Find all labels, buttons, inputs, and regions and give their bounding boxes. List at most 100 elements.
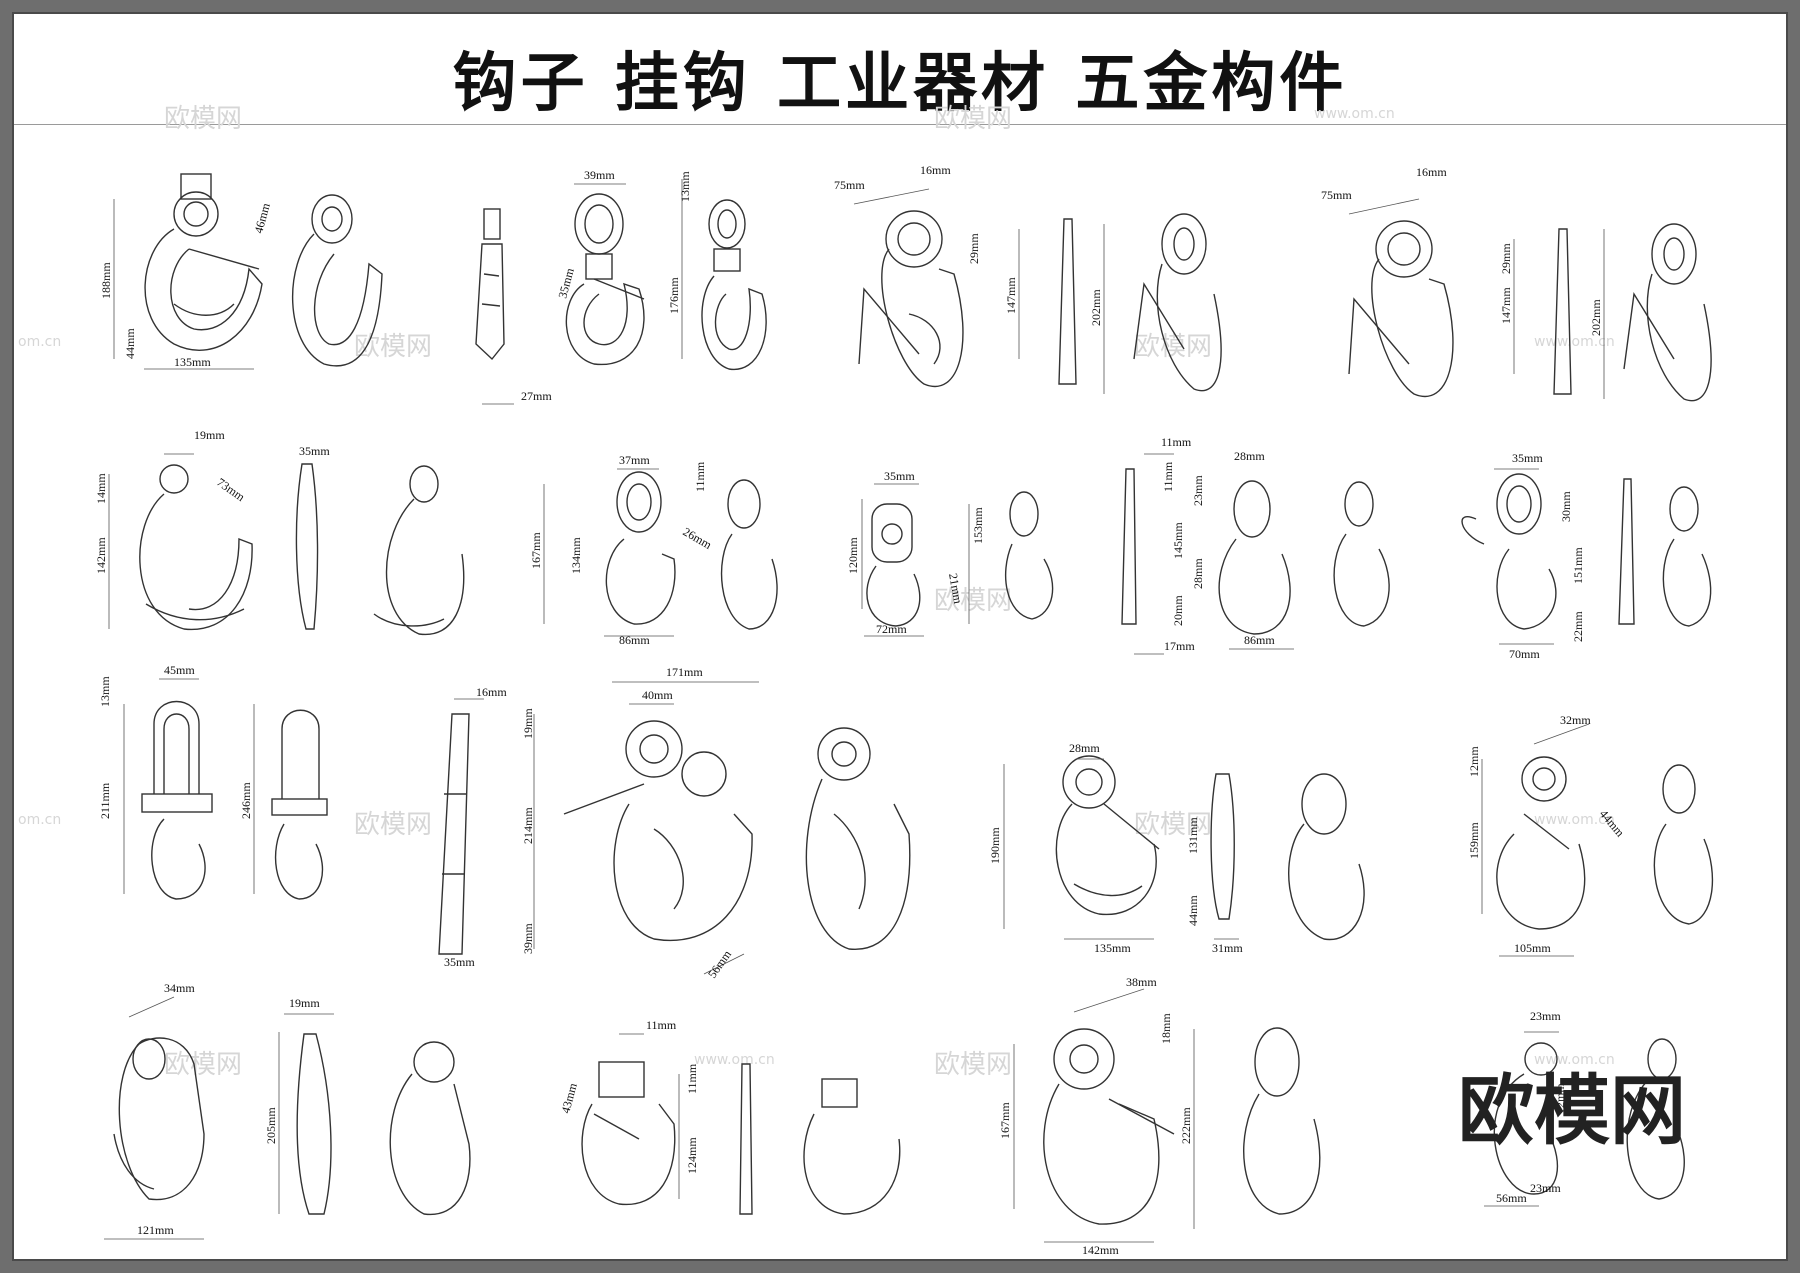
dim-label: 28mm (1069, 741, 1100, 755)
dim-label: 21mm (946, 572, 965, 605)
hook-4d (1493, 1038, 1685, 1200)
dim-label: 28mm (1191, 558, 1205, 589)
dim-label: 19mm (289, 996, 320, 1010)
dim-label: 147mm (1499, 287, 1513, 324)
dim-label: 43mm (558, 1081, 580, 1115)
dim-label: 86mm (1244, 633, 1275, 647)
dim-label: 14mm (94, 473, 108, 504)
dim-label: 16mm (476, 685, 507, 699)
dim-label: 56mm (705, 947, 734, 981)
dim-label: 120mm (846, 537, 860, 574)
dim-label: 205mm (264, 1107, 278, 1144)
dim-label: 40mm (642, 688, 673, 702)
dim-label: 188mm (99, 262, 113, 299)
dim-label: 73mm (214, 475, 248, 504)
dim-label: 22mm (1571, 611, 1585, 642)
dim-label: 39mm (584, 168, 615, 182)
dim-label: 135mm (174, 355, 211, 369)
dim-label: 17mm (1164, 639, 1195, 653)
dim-label: 11mm (693, 461, 707, 492)
title-band: 钩子 挂钩 工业器材 五金构件 (14, 14, 1786, 125)
dim-label: 222mm (1179, 1107, 1193, 1144)
hook-4c (1043, 1027, 1321, 1225)
dim-label: 11mm (646, 1018, 677, 1032)
dim-label: 105mm (1514, 941, 1551, 955)
hook-2e (1461, 473, 1712, 630)
hook-1c-front (858, 210, 964, 387)
dim-label: 35mm (444, 955, 475, 969)
dim-label: 32mm (1560, 713, 1591, 727)
dim-label: 44mm (1597, 807, 1628, 840)
page-title: 钩子 挂钩 工业器材 五金构件 (452, 47, 1348, 121)
dim-label: 13mm (98, 676, 112, 707)
dim-label: 202mm (1089, 289, 1103, 326)
dim-label: 131mm (1186, 817, 1200, 854)
hook-3c (563, 720, 911, 950)
dim-label: 16mm (920, 163, 951, 177)
dim-label: 13mm (678, 171, 692, 202)
hook-1d-side (1553, 228, 1572, 395)
dim-label: 39mm (521, 923, 535, 954)
dim-label: 46mm (251, 201, 273, 235)
dim-label: 11mm (685, 1063, 699, 1094)
dim-label: 56mm (1496, 1191, 1527, 1205)
dim-label: 16mm (1416, 165, 1447, 179)
dim-label: 145mm (1171, 522, 1185, 559)
dim-label: 29mm (1499, 243, 1513, 274)
dim-label: 135mm (1094, 941, 1131, 955)
dim-label: 23mm (1191, 475, 1205, 506)
hook-1c-iso (1133, 213, 1222, 392)
dim-label: 37mm (619, 453, 650, 467)
dim-label: 171mm (666, 665, 703, 679)
dim-label: 124mm (685, 1137, 699, 1174)
hook-2a (139, 463, 465, 636)
hook-1d-front (1348, 220, 1454, 397)
hook-2b (605, 471, 778, 630)
dim-label: 72mm (876, 622, 907, 636)
dim-label: 34mm (164, 981, 195, 995)
hook-4b (581, 1061, 901, 1215)
dim-label: 159mm (1467, 822, 1481, 859)
dim-label: 31mm (1212, 941, 1243, 955)
dim-label: 30mm (1559, 491, 1573, 522)
dim-label: 35mm (1512, 451, 1543, 465)
dim-label: 19mm (194, 428, 225, 442)
hook-4a (113, 1033, 471, 1216)
dim-label: 190mm (988, 827, 1002, 864)
dim-label: 86mm (619, 633, 650, 647)
hook-1a-iso (291, 194, 383, 367)
dim-label: 11mm (1161, 435, 1192, 449)
dim-label: 202mm (1589, 299, 1603, 336)
dim-label: 176mm (667, 277, 681, 314)
dim-label: 20mm (1171, 595, 1185, 626)
dim-label: 246mm (239, 782, 253, 819)
dim-label: 142mm (94, 537, 108, 574)
hook-1d-iso (1623, 223, 1712, 402)
hook-3b-side (438, 713, 470, 955)
dim-label: 167mm (529, 532, 543, 569)
dim-label: 147mm (1004, 277, 1018, 314)
dim-label: 142mm (1082, 1243, 1119, 1257)
dim-label: 35mm (299, 444, 330, 458)
hook-3e (1496, 756, 1714, 930)
dim-label: 26mm (681, 524, 715, 552)
dim-label: 45mm (164, 663, 195, 677)
dim-label: 75mm (834, 178, 865, 192)
dim-label: 35mm (884, 469, 915, 483)
hook-2c (866, 491, 1054, 627)
dim-label: 70mm (1509, 647, 1540, 661)
dim-label: 29mm (967, 233, 981, 264)
dim-label: 28mm (1234, 449, 1265, 463)
dim-label: 27mm (521, 389, 552, 403)
dim-label: 44mm (123, 328, 137, 359)
hook-1b-side (475, 208, 505, 361)
dim-label: 18mm (1159, 1013, 1173, 1044)
dim-label: 11mm (1161, 461, 1175, 492)
dim-label: 44mm (1186, 895, 1200, 926)
hook-1b-front (565, 193, 645, 366)
dim-label: 12mm (1553, 1083, 1567, 1114)
dim-label: 151mm (1571, 547, 1585, 584)
hook-1b-iso (701, 199, 767, 370)
dim-label: 134mm (569, 537, 583, 574)
dim-label: 19mm (521, 708, 535, 739)
